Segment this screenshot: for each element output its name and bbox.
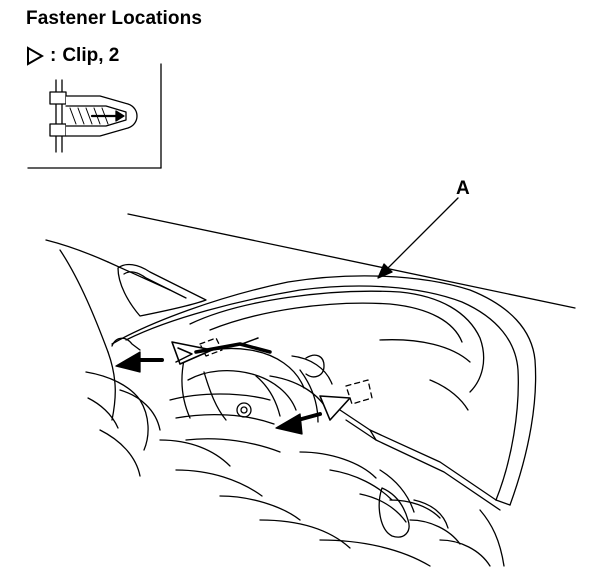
figure-title: Fastener Locations (26, 8, 203, 29)
dashboard-lower-body (59, 249, 505, 567)
callout-label-a: A (456, 178, 470, 199)
removal-direction-arrows (115, 337, 322, 435)
legend-separator: : (50, 45, 57, 66)
fastener-legend: : Clip, 2 (26, 43, 119, 69)
dashboard-side-edge (339, 409, 501, 511)
callout-a-leader (377, 197, 459, 279)
triangle-outline-icon (27, 46, 44, 66)
clip-detail-inset (27, 63, 162, 169)
dashboard-upper-panel (111, 263, 537, 506)
legend-text: Clip, 2 (62, 45, 120, 66)
